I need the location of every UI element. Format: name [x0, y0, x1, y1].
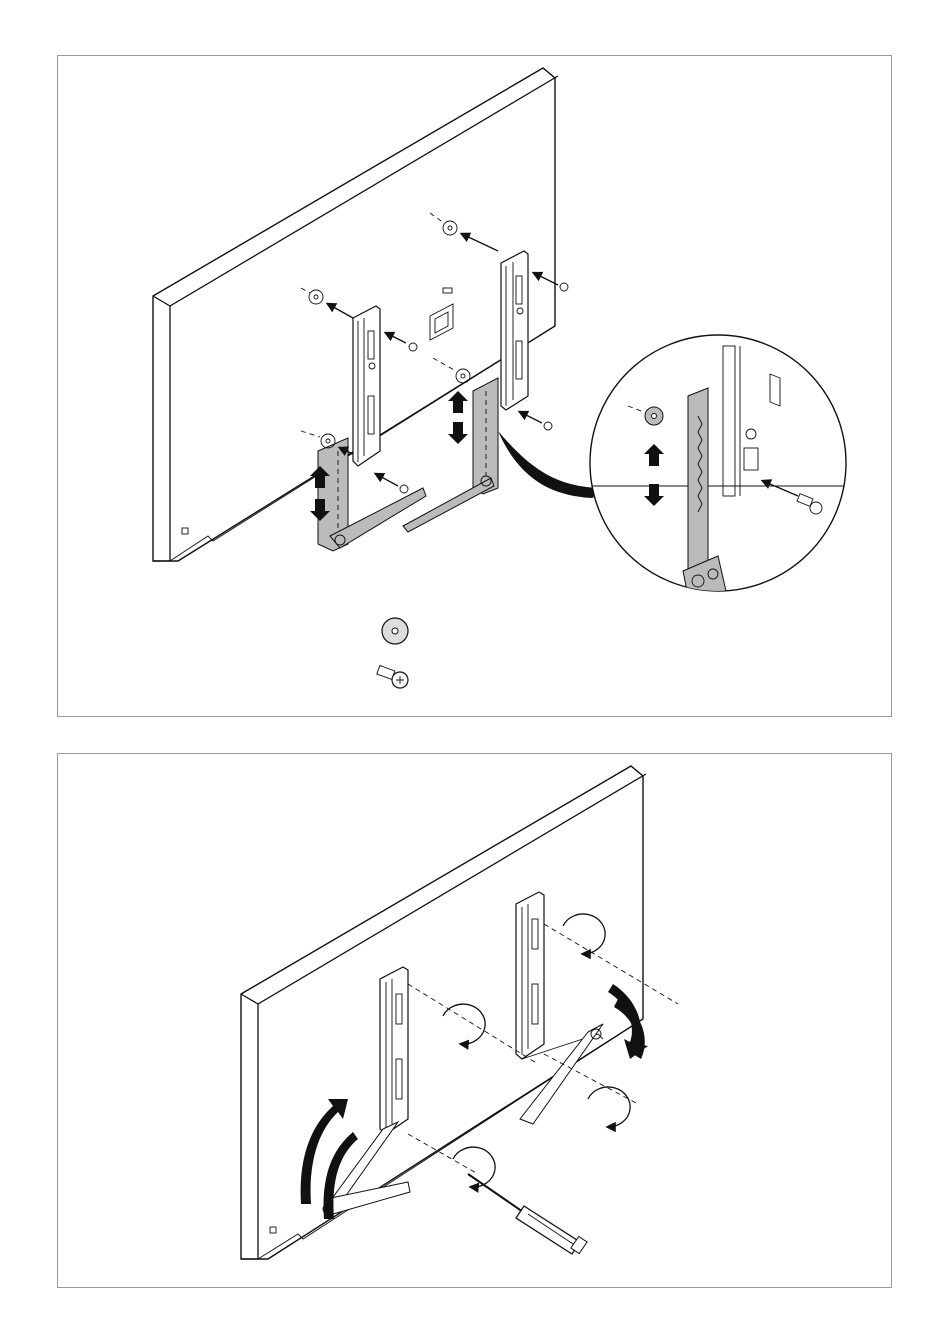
step-1-panel [57, 55, 892, 717]
screwdriver-icon [468, 1174, 587, 1254]
step-2-panel [57, 753, 892, 1288]
step-2-illustration [58, 754, 891, 1287]
screw-part [377, 666, 408, 688]
washer-part [382, 618, 408, 644]
callout-arrow [498, 431, 598, 498]
step-1-illustration [58, 56, 891, 716]
detail-magnifier [588, 335, 858, 596]
